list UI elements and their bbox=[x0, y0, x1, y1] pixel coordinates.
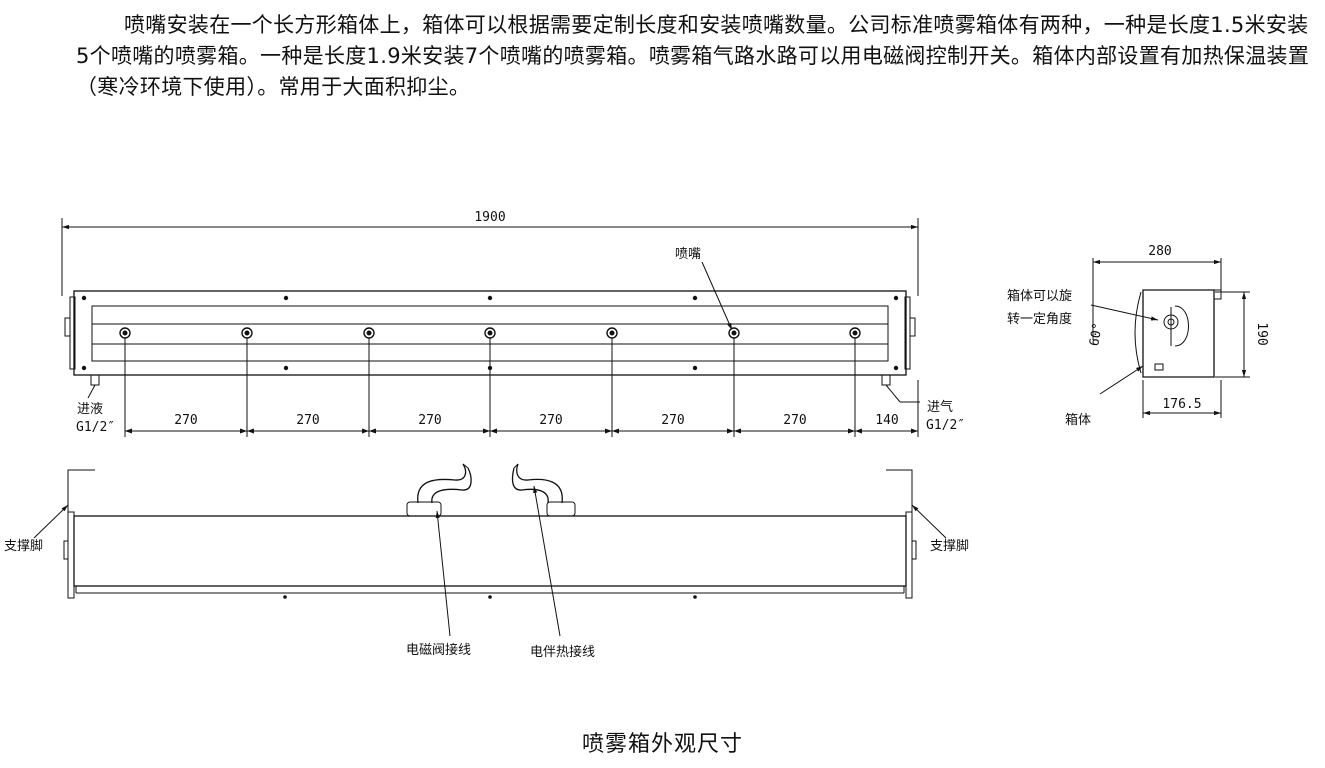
liquid-inlet-thread: G1/2″ bbox=[76, 420, 115, 435]
support-leg-right-label: 支撑脚 bbox=[930, 538, 969, 554]
side-width-dim: 280 bbox=[1148, 244, 1171, 259]
bottom-view bbox=[33, 463, 947, 637]
spacing-dim: 270 bbox=[296, 413, 319, 428]
liquid-inlet-label: 进液 bbox=[77, 402, 103, 417]
description-text: 喷嘴安装在一个长方形箱体上，箱体可以根据需要定制长度和安装喷嘴数量。公司标准喷雾… bbox=[76, 13, 1310, 99]
side-height-dim: 190 bbox=[1254, 322, 1269, 345]
spacing-dim: 270 bbox=[174, 413, 197, 428]
box-label: 箱体 bbox=[1065, 412, 1091, 428]
nozzle bbox=[241, 327, 253, 339]
nozzle-label: 喷嘴 bbox=[675, 247, 701, 262]
nozzles bbox=[119, 327, 861, 339]
spacing-dim: 270 bbox=[783, 413, 806, 428]
side-bottom-dim: 176.5 bbox=[1162, 397, 1201, 412]
rotation-angle-dim: 60° bbox=[1087, 322, 1106, 348]
rotate-note-line2: 转一定角度 bbox=[1007, 311, 1072, 327]
total-length-dim: 1900 bbox=[474, 210, 505, 225]
nozzle bbox=[728, 327, 740, 339]
air-inlet-thread: G1/2″ bbox=[926, 418, 965, 433]
nozzle bbox=[484, 327, 496, 339]
spacing-dim: 270 bbox=[661, 413, 684, 428]
figure-caption: 喷雾箱外观尺寸 bbox=[581, 732, 743, 757]
nozzle bbox=[849, 327, 861, 339]
air-inlet-label: 进气 bbox=[927, 399, 953, 415]
spacing-dim: 270 bbox=[418, 413, 441, 428]
description-paragraph: 喷嘴安装在一个长方形箱体上，箱体可以根据需要定制长度和安装喷嘴数量。公司标准喷雾… bbox=[76, 10, 1316, 103]
nozzle bbox=[119, 327, 131, 339]
support-leg-left-label: 支撑脚 bbox=[4, 538, 43, 554]
nozzle bbox=[363, 327, 375, 339]
nozzle bbox=[606, 327, 618, 339]
spacing-dim: 270 bbox=[539, 413, 562, 428]
front-view bbox=[61, 218, 920, 437]
rotate-note-line1: 箱体可以旋 bbox=[1007, 288, 1072, 304]
spacing-dim: 140 bbox=[875, 413, 898, 428]
solenoid-wire-label: 电磁阀接线 bbox=[406, 642, 471, 658]
heater-wire-label: 电伴热接线 bbox=[530, 644, 595, 660]
side-view bbox=[1090, 258, 1250, 418]
